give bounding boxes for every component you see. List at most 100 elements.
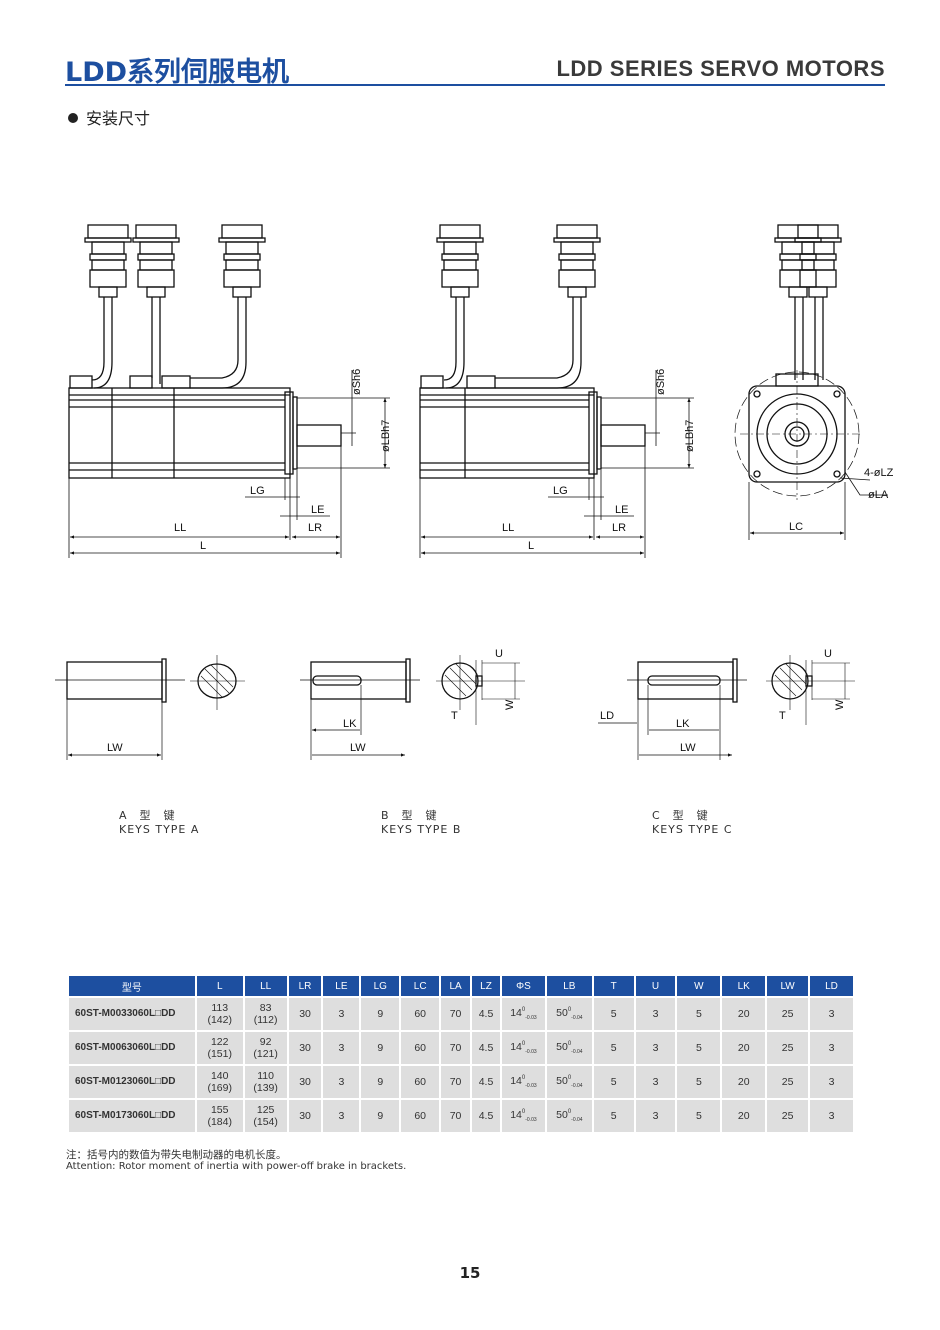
connector-icon xyxy=(553,224,601,298)
cell-text: 14 xyxy=(510,1006,522,1019)
side-view-two-connectors xyxy=(419,224,694,558)
cell-text: (121) xyxy=(253,1048,278,1060)
header-divider xyxy=(65,84,885,86)
cell-text: 50 xyxy=(556,1108,568,1121)
dim-label-le: LE xyxy=(615,504,628,516)
table-cell: 3 xyxy=(633,1064,678,1100)
dim-label-l: L xyxy=(200,540,206,552)
table-cell: 500 -0.04 xyxy=(544,1030,594,1066)
cell-text: 50 xyxy=(556,1006,568,1019)
caption-cn: A 型 键 xyxy=(119,809,176,822)
column-header: L xyxy=(194,974,245,998)
table-cell: 83(112) xyxy=(242,996,289,1032)
dim-label-ld: LD xyxy=(600,710,614,722)
column-header: LZ xyxy=(470,974,502,998)
table-cell: 3 xyxy=(321,1098,362,1134)
table-cell: 60ST-M0123060L□DD xyxy=(67,1064,197,1100)
page-title-cn: LDD系列伺服电机 xyxy=(65,57,290,88)
dim-label-lk: LK xyxy=(343,718,357,730)
table-cell: 140-0.03 xyxy=(499,1064,547,1100)
dim-label-flange-dia: øLBh7 xyxy=(380,420,392,452)
connector-icon xyxy=(218,224,266,298)
table-cell: 500-0.04 xyxy=(544,1098,594,1134)
table-cell: 4.5 xyxy=(470,1030,502,1066)
dim-label-ll: LL xyxy=(174,522,186,534)
caption-en: KEYS TYPE A xyxy=(119,823,200,836)
column-header: LA xyxy=(439,974,473,998)
table-cell: 20 xyxy=(720,1064,768,1100)
table-cell: 30 xyxy=(286,1098,324,1134)
table-cell: 122(151) xyxy=(194,1030,245,1066)
table-cell: 70 xyxy=(439,1098,473,1134)
table-cell: 9 xyxy=(359,1030,402,1066)
note-en: Attention: Rotor moment of inertia with … xyxy=(66,1161,407,1172)
column-header: LR xyxy=(286,974,324,998)
dim-label-u: U xyxy=(495,648,503,660)
table-cell: 20 xyxy=(720,996,768,1032)
key-type-b-drawing xyxy=(300,655,525,760)
table-cell: 125(154) xyxy=(242,1098,289,1134)
cell-text: 110 xyxy=(257,1070,274,1082)
dim-label-lk: LK xyxy=(676,718,690,730)
table-cell: 3 xyxy=(321,1064,362,1100)
cell-text: (154) xyxy=(253,1116,278,1128)
table-cell: 3 xyxy=(321,1030,362,1066)
cell-text: (112) xyxy=(253,1014,278,1026)
dimension-drawings: LG LE LR LL L øSh6 øLBh7 LG LE LR LL L ø… xyxy=(55,224,894,760)
table-cell: 70 xyxy=(439,1064,473,1100)
page-title-en: LDD SERIES SERVO MOTORS xyxy=(556,56,885,81)
table-cell: 5 xyxy=(591,1064,636,1100)
table-cell: 3 xyxy=(808,1064,855,1100)
table-cell: 500-0.04 xyxy=(544,996,594,1032)
dim-label-lr: LR xyxy=(308,522,322,534)
dim-label-le: LE xyxy=(311,504,324,516)
column-header: LK xyxy=(720,974,768,998)
column-header: LW xyxy=(765,974,811,998)
column-header: W xyxy=(675,974,723,998)
tolerance-upper: 0 xyxy=(567,1040,572,1047)
table-cell: 3 xyxy=(633,1098,678,1134)
column-header: U xyxy=(633,974,678,998)
dim-label-lw: LW xyxy=(350,742,366,754)
column-header: LD xyxy=(808,974,855,998)
table-cell: 25 xyxy=(765,996,811,1032)
tolerance-lower: -0.04 xyxy=(571,1015,583,1022)
tolerance-lower: -0.03 xyxy=(525,1015,537,1022)
cell-text: 92 xyxy=(259,1036,272,1048)
table-cell: 500-0.04 xyxy=(544,1064,594,1100)
side-view-three-connectors xyxy=(68,224,390,558)
dim-label-t: T xyxy=(451,710,458,722)
table-cell: 4.5 xyxy=(470,1064,502,1100)
table-cell: 60ST-M0033060L□DD xyxy=(67,996,197,1032)
cell-text: (151) xyxy=(207,1048,232,1060)
section-title: 安装尺寸 xyxy=(86,109,151,128)
table-cell: 3 xyxy=(808,1030,855,1066)
table-cell: 140-0.03 xyxy=(499,1030,547,1066)
cell-text: (169) xyxy=(207,1082,232,1094)
column-header: LE xyxy=(321,974,362,998)
tolerance-upper: 0 xyxy=(521,1006,526,1013)
note-cn: 注：括号内的数值为带失电制动器的电机长度。 xyxy=(66,1149,287,1161)
cell-text: 50 xyxy=(556,1040,568,1053)
table-cell: 25 xyxy=(765,1098,811,1134)
table-cell: 5 xyxy=(591,1030,636,1066)
front-view xyxy=(734,224,888,540)
table-cell: 60ST-M0173060L□DD xyxy=(67,1098,197,1134)
table-cell: 60ST-M0063060L□DD xyxy=(67,1030,197,1066)
column-header: LL xyxy=(242,974,289,998)
table-cell: 110(139) xyxy=(242,1064,289,1100)
table-cell: 25 xyxy=(765,1030,811,1066)
table-cell: 3 xyxy=(633,996,678,1032)
connector-icon xyxy=(436,224,484,298)
connector-icon xyxy=(84,224,132,298)
dim-label-shaft-dia: øSh6 xyxy=(351,369,363,395)
section-heading: 安装尺寸 xyxy=(68,105,150,129)
tolerance-lower: -0.04 xyxy=(571,1049,583,1056)
dim-label-l: L xyxy=(528,540,534,552)
